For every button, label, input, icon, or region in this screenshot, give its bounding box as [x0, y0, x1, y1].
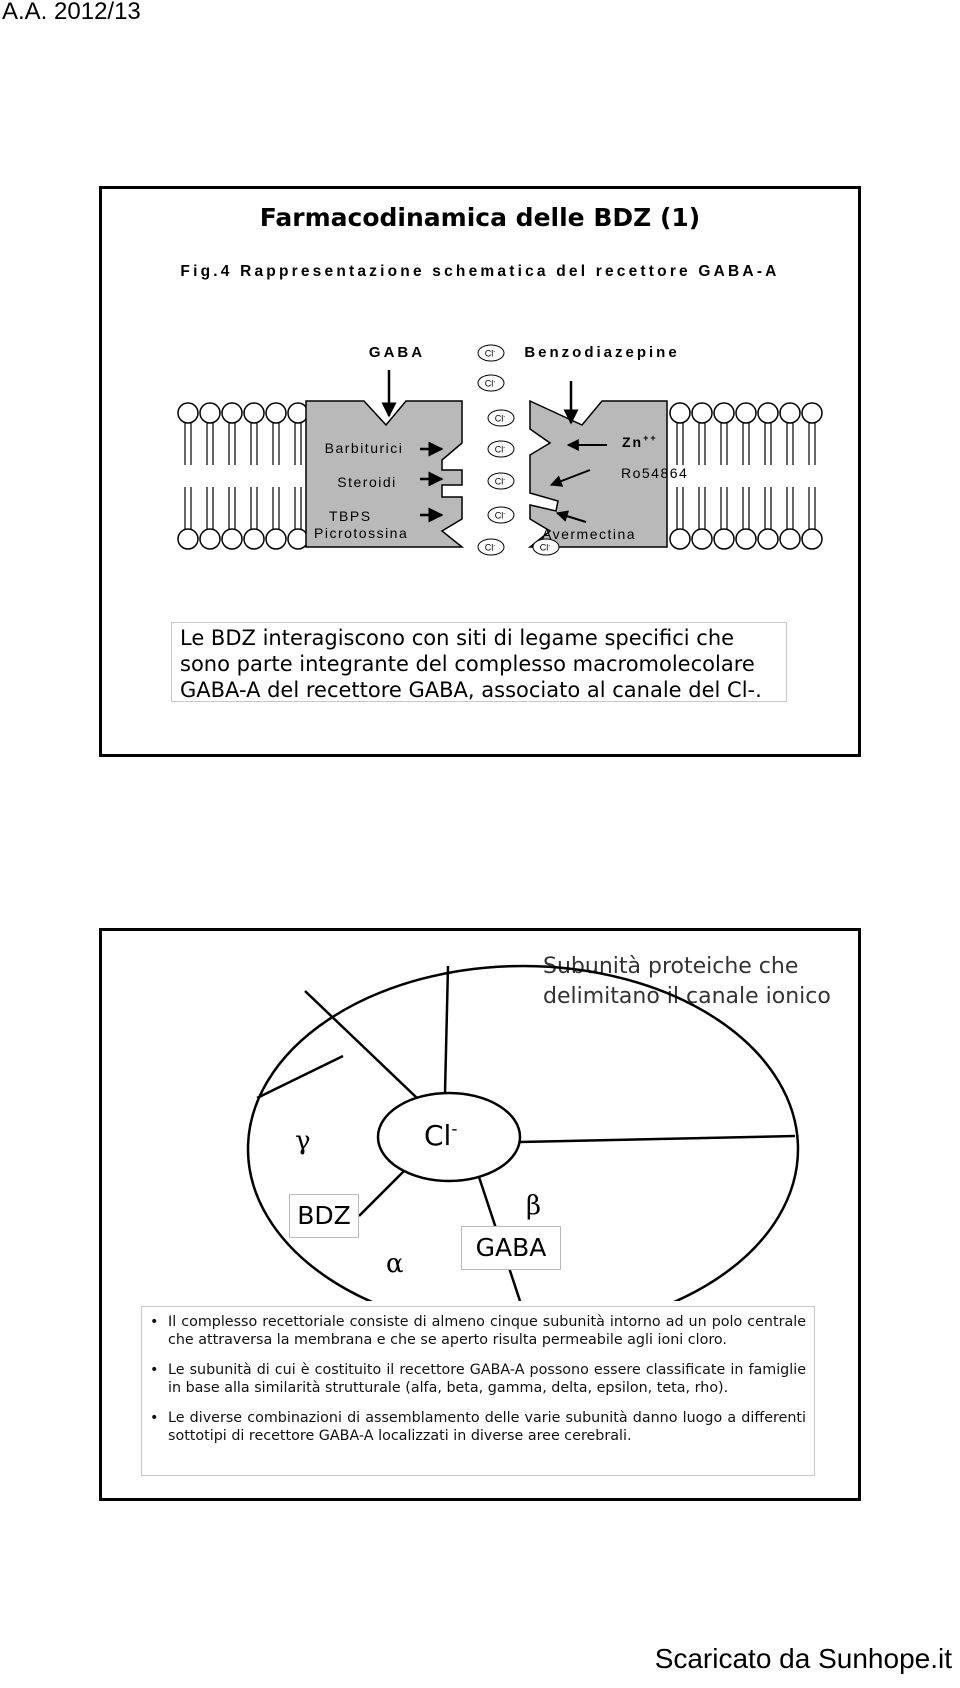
lipid-head	[199, 402, 221, 424]
lipid-head	[221, 528, 243, 550]
slide-1-caption: Le BDZ interagiscono con siti di legame …	[171, 622, 787, 702]
tbps-label: TBPS	[329, 508, 372, 524]
chloride-ion-label: Cl-	[485, 349, 496, 359]
chloride-ion-label: Cl-	[540, 543, 551, 553]
lipid-head	[243, 402, 265, 424]
chloride-center-label: Cl-	[424, 1119, 457, 1152]
bullet-list: Il complesso recettoriale consiste di al…	[141, 1306, 815, 1476]
chloride-ion	[487, 440, 515, 458]
bullet-item: Il complesso recettoriale consiste di al…	[150, 1313, 806, 1349]
lipid-head	[177, 528, 199, 550]
lipid-head	[691, 402, 713, 424]
lipid-head	[691, 528, 713, 550]
lipid-head	[735, 528, 757, 550]
lipid-head	[779, 402, 801, 424]
lipid-head	[287, 528, 309, 550]
avermectina-label: Avermectina	[542, 526, 636, 542]
chloride-ion-label: Cl-	[485, 543, 496, 553]
slide-2-subtitle: Subunità proteiche che delimitano il can…	[543, 954, 831, 1009]
lipid-head	[177, 402, 199, 424]
figure-caption: Fig.4 Rappresentazione schematica del re…	[180, 263, 780, 280]
subunit-divider	[256, 1054, 344, 1100]
beta-label: β	[526, 1191, 542, 1221]
ro-label: Ro54864	[621, 465, 688, 481]
chloride-ion-label: Cl-	[495, 445, 506, 455]
ro-arrow	[549, 469, 591, 487]
lipid-head	[243, 528, 265, 550]
slide-2: Subunità proteiche che delimitano il can…	[99, 928, 861, 1501]
lipid-head	[265, 402, 287, 424]
slide-1: Farmacodinamica delle BDZ (1) Fig.4 Rapp…	[99, 186, 861, 757]
bdz-box: BDZ	[289, 1194, 359, 1238]
lipid-head	[801, 402, 823, 424]
gamma-label: γ	[295, 1126, 311, 1156]
chloride-ion	[532, 538, 560, 556]
receptor-subunit-left	[305, 400, 465, 548]
lipid-head	[199, 528, 221, 550]
chloride-ion-label: Cl-	[495, 414, 506, 424]
chloride-ion	[477, 374, 505, 392]
page-header: A.A. 2012/13	[2, 0, 141, 25]
subunit-divider	[519, 1134, 796, 1144]
steroidi-label: Steroidi	[337, 474, 396, 490]
gaba-label: GABA	[369, 344, 425, 361]
central-pore	[376, 1091, 522, 1183]
zn-label: Zn++	[622, 433, 658, 450]
subunit-divider	[304, 990, 418, 1099]
chloride-ion	[487, 409, 515, 427]
chloride-ion	[487, 506, 515, 524]
subunit-diagram	[246, 964, 800, 1301]
subunit-divider	[443, 965, 450, 1094]
picrotossina-label: Picrotossina	[314, 525, 408, 541]
gaba-receptor-diagram: GABA Benzodiazepine Barbiturici Steroidi…	[177, 344, 823, 556]
lipid-head	[757, 402, 779, 424]
chloride-ion	[487, 472, 515, 490]
lipid-head	[669, 528, 691, 550]
lipid-head	[265, 528, 287, 550]
lipid-head	[669, 402, 691, 424]
gaba-box: GABA	[461, 1226, 561, 1270]
slide-1-title: Farmacodinamica delle BDZ (1)	[259, 203, 701, 232]
benzodiazepine-label: Benzodiazepine	[524, 344, 679, 361]
membrane-lipids-right	[669, 402, 823, 550]
subunit-divider	[358, 1170, 405, 1217]
chloride-ion	[477, 344, 505, 362]
lipid-head	[221, 402, 243, 424]
chloride-ion-label: Cl-	[495, 511, 506, 521]
chloride-charge: -	[451, 1119, 458, 1140]
chloride-ions: Cl- Cl- Cl- Cl- Cl- Cl- Cl- Cl-	[477, 344, 560, 556]
chloride-text: Cl	[424, 1119, 452, 1152]
lipid-head	[735, 402, 757, 424]
lipid-head	[713, 528, 735, 550]
membrane-lipids-left	[177, 402, 309, 550]
lipid-head	[757, 528, 779, 550]
avermectina-arrow	[555, 510, 587, 523]
bullet-item: Le subunità di cui è costituito il recet…	[150, 1361, 806, 1397]
outer-ellipse	[246, 964, 800, 1301]
alpha-label: α	[386, 1249, 404, 1279]
chloride-ion-label: Cl-	[495, 477, 506, 487]
lipid-head	[779, 528, 801, 550]
lipid-head	[713, 402, 735, 424]
page-footer: Scaricato da Sunhope.it	[654, 1643, 952, 1674]
chloride-ion	[477, 538, 505, 556]
bullet-item: Le diverse combinazioni di assemblamento…	[150, 1409, 806, 1445]
lipid-head	[801, 528, 823, 550]
chloride-ion-label: Cl-	[485, 379, 496, 389]
lipid-head	[287, 402, 309, 424]
barbiturici-label: Barbiturici	[325, 440, 404, 456]
